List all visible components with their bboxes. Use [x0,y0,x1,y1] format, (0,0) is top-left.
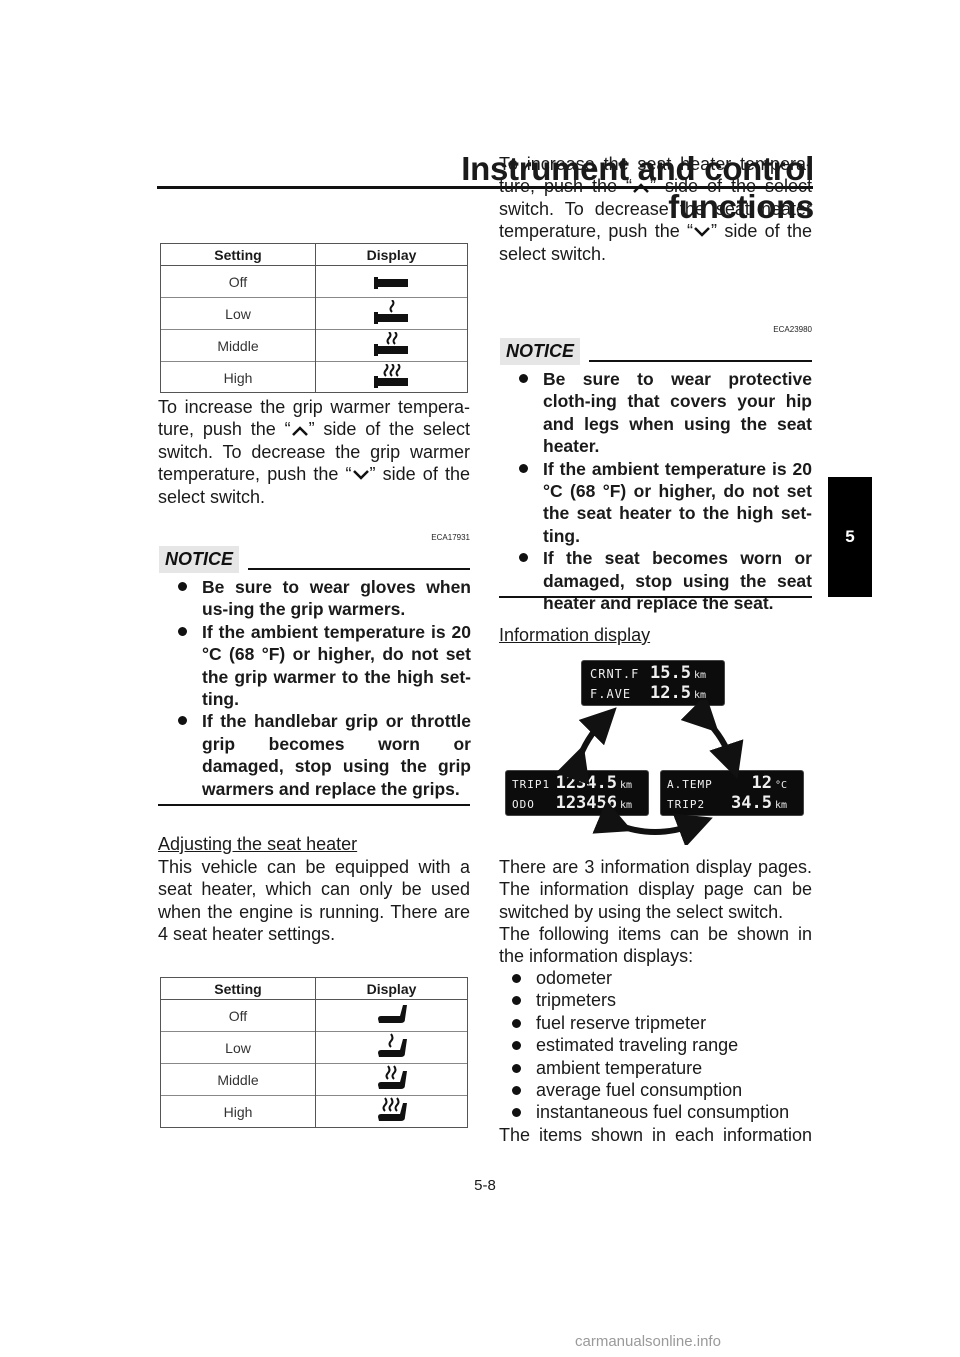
table-header: Setting [161,978,316,1000]
grip-warmer-paragraph: To increase the grip warmer tempera-ture… [158,396,470,508]
table-header-row: Setting Display [161,244,467,266]
grip-notice-list: Be sure to wear gloves when us-ing the g… [176,576,471,800]
page-number: 5-8 [474,1177,496,1194]
seat-heater-off-icon [316,1000,468,1032]
info-body-3: The items shown in each information [499,1125,812,1145]
notice-badge: NOTICE [159,546,240,573]
list-item: estimated traveling range [499,1034,812,1056]
table-row: Middle [161,1063,467,1096]
table-cell: Low [161,297,316,330]
seat-heater-middle-icon [315,1063,467,1096]
title-rule [157,186,813,189]
table-cell: High [161,361,316,393]
table-row: Middle [161,329,467,362]
chevron-down-icon [352,470,369,481]
grip-text-part2: ” side of the select switch. To decrease… [158,419,470,485]
list-item: Be sure to wear gloves when us-ing the g… [176,576,471,621]
table-row: Low [161,1031,467,1064]
grip-text-part1: To increase the grip warmer tempera-ture… [158,397,470,440]
notice-end-rule [499,596,812,598]
seat-notice-list: Be sure to wear protective cloth-ing tha… [517,368,812,614]
table-header: Setting [161,244,316,266]
list-item: If the seat becomes worn or damaged, sto… [517,547,812,614]
page-title: Instrument and control functions [461,150,814,225]
info-body-1: There are 3 information display pages. T… [499,857,812,922]
notice-rule [589,360,812,362]
grip-table: Setting Display Off Low Middle High [161,244,467,393]
notice-rule [248,568,470,570]
list-item: fuel reserve tripmeter [499,1012,812,1034]
info-items-list: odometer tripmeters fuel reserve tripmet… [499,967,812,1124]
list-item: average fuel consumption [499,1079,812,1101]
list-item: If the ambient temperature is 20 °C (68 … [176,621,471,711]
grip-heater-off-icon [316,266,468,298]
double-arrow-left [555,707,617,785]
seat-text-part1: To increase the seat heater tempera-ture… [499,154,812,197]
chevron-up-icon [633,182,649,193]
double-arrow-right [680,700,744,780]
list-item: ambient temperature [499,1057,812,1079]
table-row: Off [161,999,468,1032]
section-tab: 5 [828,477,872,597]
page-switch-arrows [555,700,744,845]
list-item: Be sure to wear protective cloth-ing tha… [517,368,812,458]
double-arrow-bottom [592,800,713,845]
table-row: Low [161,297,467,330]
table-header: Display [315,978,467,1000]
seat-heater-settings-table: Setting Display Off Low Middle High [160,977,468,1128]
grip-heater-middle-icon [315,329,467,362]
chevron-up-icon [291,425,308,436]
grip-heater-low-icon [315,297,467,330]
list-item: If the ambient temperature is 20 °C (68 … [517,458,812,548]
table-cell: Off [161,999,316,1032]
table-row: High [161,361,467,393]
table-cell: Middle [161,1063,316,1096]
table-header-row: Setting Display [161,978,467,1000]
notice-end-rule [158,804,470,806]
seat-heater-high-icon [315,1095,467,1127]
grip-heater-high-icon [315,361,467,393]
table-cell: High [161,1095,316,1127]
seat-heater-adjust-paragraph: To increase the seat heater tempera-ture… [499,153,812,265]
table-row: High [161,1095,467,1127]
grip-warmer-settings-table: Setting Display Off Low Middle High [160,243,468,393]
table-cell: Off [161,265,316,298]
list-item: instantaneous fuel consumption [499,1101,812,1123]
information-display-heading: Information display [499,625,651,645]
list-item: odometer [499,967,812,989]
table-row: Off [161,265,468,298]
notice-code: ECA17931 [431,533,470,542]
list-item: If the handlebar grip or throttle grip b… [176,710,471,800]
table-cell: Middle [161,329,316,362]
seat-text-part3: ” side of the select switch. [499,221,812,264]
list-item: tripmeters [499,989,812,1011]
seat-heater-heading: Adjusting the seat heater [158,834,358,854]
chevron-down-icon [694,227,710,238]
watermark: carmanualsonline.info [575,1333,721,1350]
seat-heater-paragraph: This vehicle can be equipped with a seat… [158,857,470,945]
notice-badge: NOTICE [500,338,581,365]
seat-text-part2: ” side of the select switch. To decrease… [499,176,813,242]
grip-text-part3: ” side of the select switch. [158,464,470,507]
notice-code: ECA23980 [773,325,812,334]
table-cell: Low [161,1031,316,1064]
table-header: Display [315,244,467,266]
seat-heater-low-icon [315,1031,467,1064]
info-body-2: The following items can be shown in the … [499,924,812,967]
seat-table: Setting Display Off Low Middle High [161,978,467,1127]
